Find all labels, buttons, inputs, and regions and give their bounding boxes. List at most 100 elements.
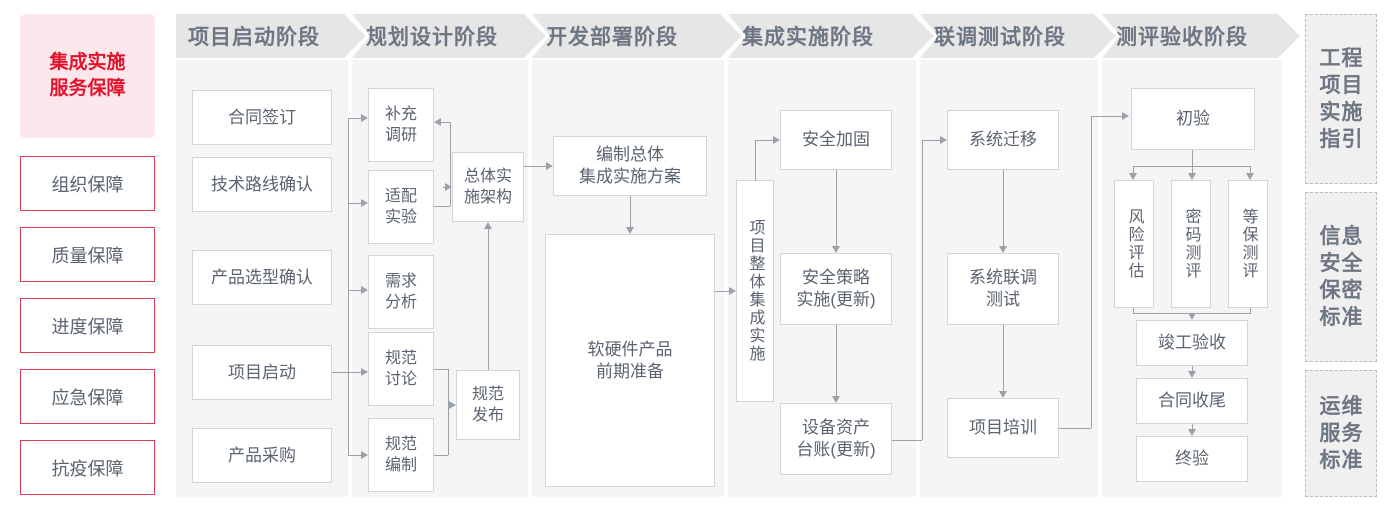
guarantee-item-emergency[interactable]: 应急保障	[20, 369, 155, 424]
arrowhead-ledger-in	[832, 396, 840, 403]
left-sidebar-header-line2: 服务保障	[49, 78, 126, 99]
connector-architecture-to-plan	[524, 166, 546, 167]
phase-header-3[interactable]: 开发部署阶段	[532, 14, 742, 58]
guarantee-item-label: 应急保障	[51, 387, 124, 408]
standard-char: 全	[1341, 252, 1363, 275]
node-system-migration[interactable]: 系统迁移	[947, 110, 1059, 170]
arrowhead-architecture-in	[445, 183, 452, 191]
node-label: 设备资产 台账(更新)	[796, 418, 876, 459]
node-label: 等保测评	[1239, 208, 1257, 280]
connector-research-out	[441, 122, 451, 123]
node-cryptography-evaluation[interactable]: 密码测评	[1171, 180, 1211, 308]
phase-header-4[interactable]: 集成实施阶段	[728, 14, 934, 58]
standard-char: 标	[1319, 449, 1341, 472]
node-label: 安全加固	[802, 130, 870, 149]
node-preliminary-acceptance[interactable]: 初验	[1131, 88, 1255, 150]
guarantee-item-organization[interactable]: 组织保障	[20, 156, 155, 211]
connector-ledger-out	[892, 440, 922, 441]
connector-discussion-out	[434, 369, 448, 370]
arrowhead-crypto-evaluation-in	[1188, 173, 1196, 180]
phase-header-1[interactable]: 项目启动阶段	[176, 14, 366, 58]
node-contract-closeout[interactable]: 合同收尾	[1136, 378, 1248, 424]
standard-engineering-project-guideline[interactable]: 工 程 项 目 实 施 指 引	[1305, 14, 1377, 184]
connector-adaptation-out	[434, 206, 450, 207]
node-label: 适配 实验	[384, 188, 417, 226]
guarantee-item-quality[interactable]: 质量保障	[20, 227, 155, 282]
standard-char: 施	[1341, 101, 1363, 124]
node-system-joint-debug-test[interactable]: 系统联调 测试	[947, 253, 1059, 325]
node-risk-assessment[interactable]: 风险评估	[1114, 180, 1154, 308]
node-tech-route-confirm[interactable]: 技术路线确认	[192, 157, 332, 212]
connector-p1-trunk-in-kickoff	[332, 372, 348, 373]
node-label: 合同签订	[228, 107, 296, 127]
standard-char: 保	[1319, 279, 1341, 302]
node-standard-release[interactable]: 规范 发布	[456, 370, 520, 440]
standard-char: 安	[1319, 252, 1341, 275]
arrowhead-requirement-analysis	[361, 286, 368, 294]
node-label: 初验	[1176, 109, 1210, 128]
standard-char: 指	[1319, 128, 1341, 151]
node-overall-project-integration[interactable]: 项目整体集成实施	[736, 180, 774, 402]
node-label: 终验	[1175, 449, 1209, 468]
node-label: 系统联调 测试	[969, 268, 1037, 309]
node-project-kickoff[interactable]: 项目启动	[192, 345, 332, 400]
guarantee-item-label: 抗疫保障	[51, 458, 124, 479]
node-requirement-analysis[interactable]: 需求 分析	[368, 255, 434, 329]
connector-plan-to-preparation	[630, 196, 631, 227]
phase-header-6[interactable]: 测评验收阶段	[1102, 14, 1300, 58]
connector-to-system-migration	[922, 140, 940, 141]
node-completion-acceptance[interactable]: 竣工验收	[1136, 320, 1248, 366]
arrowhead-preparation-in	[626, 227, 634, 234]
guarantee-item-epidemic[interactable]: 抗疫保障	[20, 440, 155, 495]
node-label: 总体实 施架构	[463, 168, 512, 206]
connector-hardening-to-policy	[836, 170, 837, 246]
standard-label-grid: 信 息 安 全 保 密 标 准	[1320, 223, 1363, 331]
node-label: 产品选型确认	[211, 267, 313, 287]
arrowhead-system-migration-in	[940, 136, 947, 144]
guarantee-item-schedule[interactable]: 进度保障	[20, 298, 155, 353]
standard-char: 维	[1341, 395, 1363, 418]
node-adaptation-experiment[interactable]: 适配 实验	[368, 170, 434, 244]
arrowhead-architecture-bottom-in	[484, 222, 492, 229]
node-project-training[interactable]: 项目培训	[947, 398, 1059, 458]
node-final-acceptance[interactable]: 终验	[1136, 436, 1248, 482]
standard-information-security-confidentiality[interactable]: 信 息 安 全 保 密 标 准	[1305, 192, 1377, 362]
connector-protection-down	[1250, 308, 1251, 314]
left-sidebar-header: 集成实施 服务保障	[20, 14, 155, 138]
connector-to-standard-drafting	[348, 455, 361, 456]
node-security-policy-implementation[interactable]: 安全策略 实施(更新)	[780, 253, 892, 325]
phase-header-label: 项目启动阶段	[188, 26, 320, 49]
standard-char: 程	[1341, 47, 1363, 70]
node-label: 密码测评	[1182, 208, 1200, 280]
node-label: 编制总体 集成实施方案	[579, 145, 681, 186]
arrowhead-integration-in	[729, 287, 736, 295]
node-label: 需求 分析	[384, 273, 417, 311]
node-equipment-asset-ledger[interactable]: 设备资产 台账(更新)	[780, 403, 892, 475]
node-standard-discussion[interactable]: 规范 讨论	[368, 332, 434, 406]
standard-char: 标	[1319, 306, 1341, 329]
node-hw-sw-preparation[interactable]: 软硬件产品 前期准备	[545, 234, 715, 487]
node-label: 安全策略 实施(更新)	[796, 268, 876, 309]
standard-char: 准	[1341, 306, 1363, 329]
phase-header-label: 测评验收阶段	[1116, 26, 1248, 49]
node-classified-protection-evaluation[interactable]: 等保测评	[1228, 180, 1268, 308]
node-draft-overall-integration-plan[interactable]: 编制总体 集成实施方案	[553, 136, 707, 196]
standard-char: 准	[1341, 449, 1363, 472]
node-product-selection-confirm[interactable]: 产品选型确认	[192, 250, 332, 305]
node-product-procurement[interactable]: 产品采购	[192, 428, 332, 483]
standard-operation-maintenance-service[interactable]: 运 维 服 务 标 准	[1305, 370, 1377, 497]
connector-closeout-to-final	[1192, 424, 1193, 429]
phase-header-2[interactable]: 规划设计阶段	[352, 14, 546, 58]
node-security-hardening[interactable]: 安全加固	[780, 110, 892, 170]
phase-header-5[interactable]: 联调测试阶段	[920, 14, 1116, 58]
arrowhead-hardening-in	[773, 136, 780, 144]
arrowhead-standard-drafting	[361, 451, 368, 459]
node-contract-signing[interactable]: 合同签订	[192, 90, 332, 145]
node-label: 合同收尾	[1158, 391, 1226, 410]
node-supplementary-research[interactable]: 补充 调研	[368, 88, 434, 162]
node-overall-implementation-architecture[interactable]: 总体实 施架构	[452, 152, 524, 222]
arrowhead-supplementary-research	[361, 114, 368, 122]
node-standard-drafting[interactable]: 规范 编制	[368, 418, 434, 492]
arrowhead-training-in	[999, 391, 1007, 398]
